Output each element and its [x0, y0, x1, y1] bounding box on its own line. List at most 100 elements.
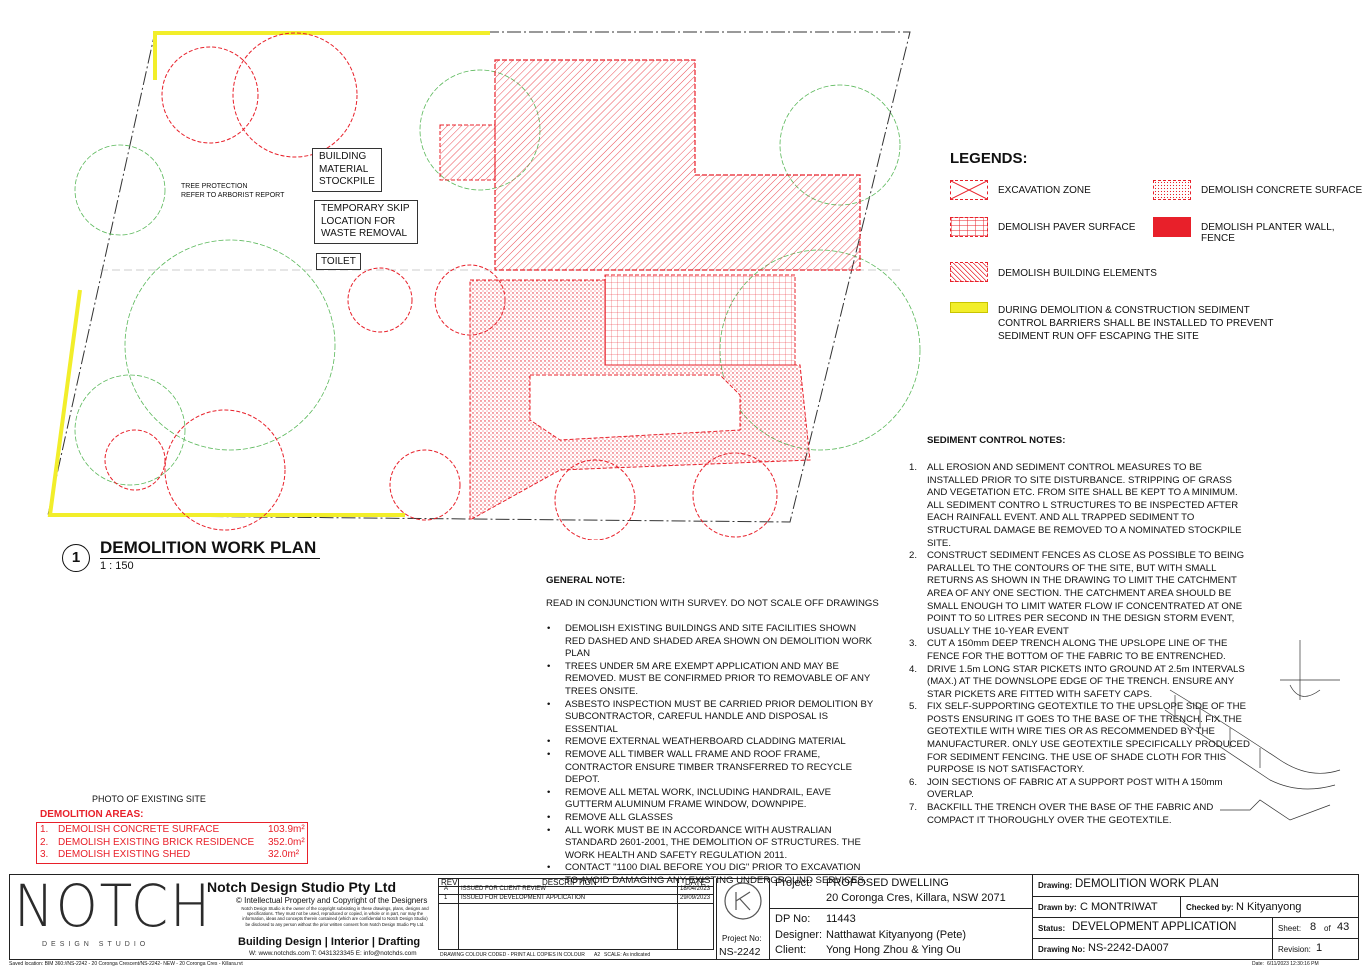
sediment-note-item: 7. BACKFILL THE TRENCH OVER THE BASE OF T… — [909, 802, 1254, 827]
tree-protection-line: REFER TO ARBORIST REPORT — [181, 192, 285, 199]
notch-logo-sub: DESIGN STUDIO — [42, 941, 150, 948]
sediment-legend-text: DURING DEMOLITION & CONSTRUCTION SEDIMEN… — [998, 305, 1273, 343]
project-no: NS-2242 — [719, 946, 761, 958]
copyright: © Intellectual Property and Copyright of… — [236, 896, 428, 905]
sediment-note-text: CUT A 150mm DEEP TRENCH ALONG THE UPSLOP… — [927, 638, 1228, 662]
sediment-note-text: JOIN SECTIONS OF FABRIC AT A SUPPORT POS… — [927, 776, 1223, 801]
company-name: Notch Design Studio Pty Ltd — [207, 879, 396, 895]
demolition-area-num: 2. — [40, 836, 49, 848]
sediment-notes-list: 1.ALL EROSION AND SEDIMENT CONTROL MEASU… — [909, 462, 1254, 827]
excavation-swatch — [950, 180, 988, 200]
general-note-intro: READ IN CONJUNCTION WITH SURVEY. DO NOT … — [546, 598, 879, 609]
demolition-area-row: 3. DEMOLISH EXISTING SHED 32.0m² — [37, 849, 307, 862]
status-label: Status: — [1038, 924, 1066, 933]
designer-value: Natthawat Kityanyong (Pete) — [826, 929, 967, 941]
general-note-heading: GENERAL NOTE: — [546, 575, 626, 586]
general-note-item: DEMOLISH EXISTING BUILDINGS AND SITE FAC… — [545, 623, 875, 661]
demolition-area-label: DEMOLISH EXISTING SHED — [58, 849, 191, 861]
scale-note: SCALE: As indicated — [604, 952, 651, 958]
existing-house — [494, 59, 861, 271]
drawing-no-value: NS-2242-DA007 — [1088, 942, 1169, 954]
sediment-note-item: 4.DRIVE 1.5m LONG STAR PICKETS INTO GROU… — [909, 664, 1254, 702]
planter-swatch — [1153, 217, 1191, 237]
sediment-note-text: FIX SELF-SUPPORTING GEOTEXTILE TO THE UP… — [927, 701, 1250, 776]
contact: W: www.notchds.com T: 0431323345 E: info… — [249, 950, 417, 957]
services: Building Design | Interior | Drafting — [238, 936, 421, 948]
address: 20 Coronga Cres, Killara, NSW 2071 — [826, 892, 1006, 904]
drawing-scale: 1 : 150 — [100, 560, 134, 572]
drawing-no-label: Drawing No: — [1038, 945, 1086, 954]
demolition-area-value: 352.0m² — [268, 836, 305, 848]
project-value: PROPOSED DWELLING — [826, 877, 949, 889]
site-plan-drawing — [47, 31, 921, 540]
demolition-area-value: 103.9m² — [268, 824, 305, 835]
project-label: Project: — [775, 877, 813, 889]
legend-line: DURING DEMOLITION & CONSTRUCTION SEDIMEN… — [998, 305, 1250, 316]
general-note-item: REMOVE ALL GLASSES — [545, 812, 875, 825]
designer-label: Designer: — [775, 929, 823, 941]
revision-value: 1 — [1316, 942, 1323, 954]
sediment-note-number: 5. — [909, 701, 918, 713]
sediment-note-text: CONSTRUCT SEDIMENT FENCES AS CLOSE AS PO… — [927, 550, 1245, 637]
general-note-item: ASBESTO INSPECTION MUST BE CARRIED PRIOR… — [545, 699, 875, 737]
skip-line: TEMPORARY SKIP — [321, 203, 410, 214]
dp-label: DP No: — [775, 913, 811, 925]
general-note-item: ALL WORK MUST BE IN ACCORDANCE WITH AUST… — [545, 825, 875, 863]
legend-line: CONTROL BARRIERS SHALL BE INSTALLED TO P… — [998, 317, 1274, 329]
legend-heading: LEGENDS: — [950, 150, 1028, 167]
toilet-label: TOILET — [316, 253, 361, 270]
sheet-of: of — [1324, 924, 1331, 933]
sediment-barrier — [153, 31, 490, 80]
demolition-area-num: 3. — [40, 849, 49, 861]
desc-cell: ISSUED FOR DEVELOPMENT APPLICATION — [461, 895, 586, 901]
sediment-notes-heading: SEDIMENT CONTROL NOTES: — [927, 435, 1066, 446]
sheet-value: 8 — [1310, 921, 1317, 933]
client-label: Client: — [775, 944, 807, 956]
date-cell: 29/09/2023 — [680, 895, 711, 901]
footer-date-label: Date: — [1252, 961, 1264, 967]
general-note-item: REMOVE ALL TIMBER WALL FRAME AND ROOF FR… — [545, 749, 875, 787]
drawing-value: DEMOLITION WORK PLAN — [1075, 878, 1219, 890]
general-note-item: REMOVE ALL METAL WORK, INCLUDING HANDRAI… — [545, 787, 875, 812]
legend-label: DEMOLISH PAVER SURFACE — [998, 222, 1136, 233]
checked-value: N Kityanyong — [1236, 901, 1302, 913]
concrete-swatch — [1153, 180, 1191, 200]
status-value: DEVELOPMENT APPLICATION — [1072, 921, 1237, 933]
sediment-note-number: 3. — [909, 638, 918, 650]
colour-note: DRAWING COLOUR CODED - PRINT ALL COPIES … — [440, 952, 585, 958]
project-no-label: Project No: — [722, 934, 762, 943]
sediment-note-text: BACKFILL THE TRENCH OVER THE BASE OF THE… — [927, 802, 1214, 826]
skip-label: TEMPORARY SKIP LOCATION FOR WASTE REMOVA… — [314, 200, 418, 244]
paver-area — [604, 274, 796, 366]
demolition-area-value: 32.0m² — [268, 849, 300, 861]
demolition-area-row: 2. DEMOLISH EXISTING BRICK RESIDENCE 352.0… — [37, 837, 307, 850]
sheet-label: Sheet: — [1278, 924, 1302, 933]
skip-line: WASTE REMOVAL — [321, 228, 408, 239]
demolition-area-label: DEMOLISH EXISTING BRICK RESIDENCE — [58, 836, 255, 848]
site-boundary — [47, 31, 911, 523]
general-note-item: REMOVE EXTERNAL WEATHERBOARD CLADDING MA… — [545, 736, 875, 749]
client-value: Yong Hong Zhou & Ying Ou — [826, 944, 961, 956]
project-no-box — [716, 878, 770, 960]
rev-header: REV — [441, 878, 458, 887]
legend-label: EXCAVATION ZONE — [998, 185, 1091, 196]
notch-logo: NOTCH — [14, 872, 212, 940]
legend-line: SEDIMENT RUN OFF ESCAPING THE SITE — [998, 330, 1199, 342]
revision-label: Revision: — [1278, 945, 1311, 954]
dp-value: 11443 — [826, 913, 856, 925]
drawing-title: DEMOLITION WORK PLAN — [100, 538, 321, 559]
desc-cell: ISSUED FOR CLIENT REVIEW — [461, 886, 546, 892]
sediment-note-number: 7. — [909, 802, 918, 814]
stockpile-line: MATERIAL — [319, 163, 369, 175]
legend-label: DEMOLISH CONCRETE SURFACE — [1201, 185, 1363, 196]
demolition-area-label: DEMOLISH CONCRETE SURFACE — [58, 824, 220, 835]
demolition-areas-heading: DEMOLITION AREAS: — [40, 809, 144, 820]
rev-cell: 1 — [444, 895, 448, 901]
sediment-note-item: 3. CUT A 150mm DEEP TRENCH ALONG THE UPSL… — [909, 638, 1254, 663]
sediment-note-number: 4. — [909, 663, 918, 675]
sediment-note-number: 1. — [909, 462, 918, 473]
rev-cell: A — [444, 886, 449, 892]
sediment-barrier — [47, 289, 405, 517]
